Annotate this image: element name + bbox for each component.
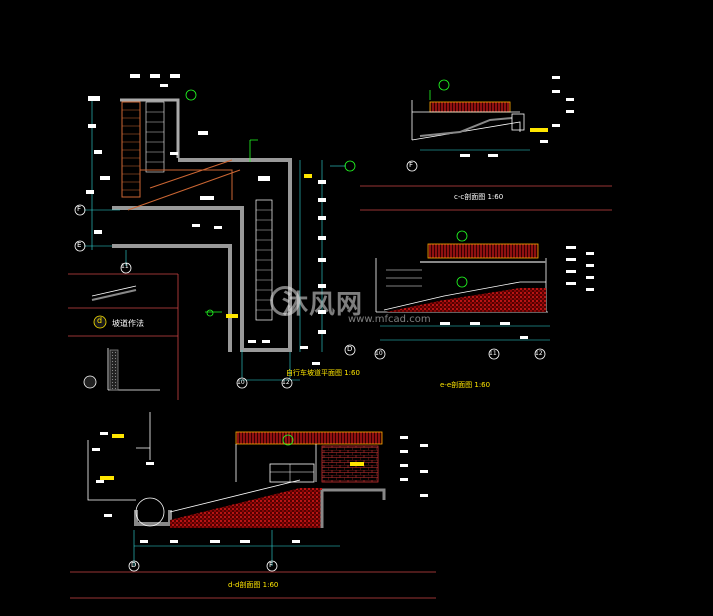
- detail-marker: d: [97, 316, 103, 325]
- axis-label-10-plan: 10: [237, 379, 245, 386]
- detail-panel: [68, 273, 179, 400]
- section-dd-title: d-d剖面图 1:60: [228, 581, 279, 589]
- axis-label-12-ee: 12: [535, 350, 543, 357]
- detail-label: 坡道作法: [112, 319, 144, 328]
- axis-label-f-dd: F: [269, 561, 274, 569]
- axis-label-d-plan: D: [347, 345, 353, 353]
- axis-label-f-plan: F: [77, 205, 82, 213]
- axis-label-e-plan: E: [77, 241, 82, 249]
- watermark-brand: 沐风网: [282, 290, 364, 320]
- watermark-url: www.mfcad.com: [348, 314, 431, 325]
- plan-title: 自行车坡道平面图 1:60: [286, 369, 360, 377]
- section-dd: [70, 412, 436, 599]
- axis-label-11-plan: 11: [121, 263, 129, 270]
- axis-label-11-ee: 11: [489, 350, 497, 357]
- plan-view: [74, 74, 356, 389]
- axis-label-f-cc: F: [409, 161, 414, 169]
- axis-label-d-dd: D: [131, 561, 137, 569]
- section-ee-title: e-e剖面图 1:60: [440, 381, 491, 389]
- axis-label-10-ee: 10: [375, 350, 383, 357]
- section-cc: [360, 76, 612, 211]
- watermark-logo-icon: [270, 286, 300, 316]
- section-ee: [374, 230, 594, 360]
- section-cc-title: c-c剖面图 1:60: [454, 193, 504, 201]
- axis-label-12-plan: 12: [282, 379, 290, 386]
